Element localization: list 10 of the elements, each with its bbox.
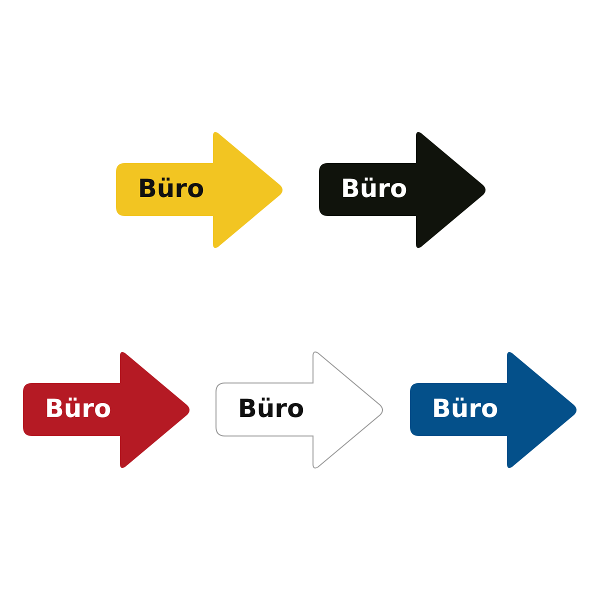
arrow-sign (409, 350, 579, 470)
sign-text: Büro (136, 173, 206, 205)
arrow-sign (318, 130, 488, 250)
sign-text: Büro (44, 393, 112, 425)
sign-text: Büro (236, 393, 306, 425)
sign-text: Büro (430, 393, 500, 425)
arrow-sign (22, 350, 192, 470)
arrow-sign (115, 130, 285, 250)
arrow-sign (215, 350, 385, 470)
sign-text: Büro (340, 173, 408, 205)
